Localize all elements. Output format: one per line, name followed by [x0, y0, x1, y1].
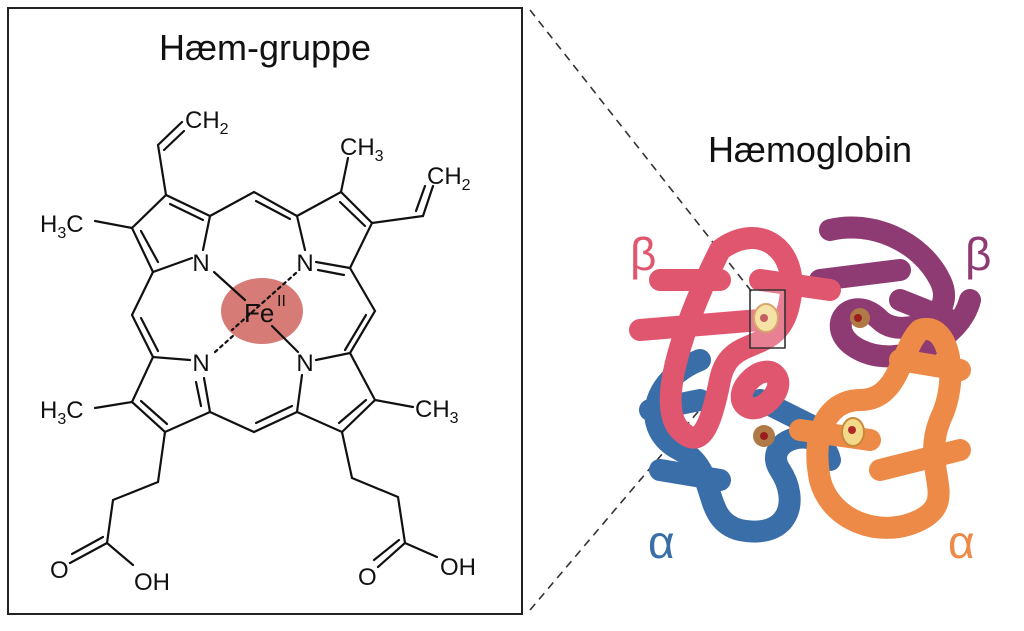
atom-labels: N N N N Fe II CH2 CH3 CH2 H3C H3C CH3 O … — [40, 107, 476, 596]
heme-zoom-box — [749, 289, 786, 349]
nitrogen-label: N — [296, 250, 313, 277]
heme-panel-frame — [7, 7, 523, 615]
h3c-label: H3C — [40, 211, 84, 242]
ch3-label: CH3 — [415, 396, 459, 427]
subunit-labels: β β α α — [630, 228, 991, 568]
nitrogen-label: N — [192, 350, 209, 377]
hemoglobin-title: Hæmoglobin — [708, 129, 912, 170]
hydroxyl-label: OH — [134, 569, 170, 596]
iron-label: Fe — [244, 298, 274, 328]
nitrogen-label: N — [192, 250, 209, 277]
iron-highlight — [221, 278, 303, 344]
hydroxyl-label: OH — [440, 554, 476, 581]
hemoglobin-illustration — [629, 216, 981, 543]
beta-right-label: β — [965, 228, 991, 280]
beta-left-label: β — [630, 228, 656, 280]
beta1-subunit — [629, 227, 841, 449]
alpha-left-label: α — [648, 516, 675, 568]
h3c-label: H3C — [40, 397, 84, 428]
ch2-label: CH2 — [185, 107, 229, 138]
alpha-right-label: α — [948, 516, 975, 568]
heme-bonds — [68, 120, 439, 569]
iron-oxidation-label: II — [277, 293, 286, 310]
ch2-label: CH2 — [427, 163, 471, 194]
ch3-label: CH3 — [340, 134, 384, 165]
heme-sites — [753, 303, 870, 447]
oxygen-label: O — [50, 557, 69, 584]
oxygen-label: O — [358, 564, 377, 591]
nitrogen-label: N — [296, 350, 313, 377]
heme-title: Hæm-gruppe — [159, 27, 371, 68]
